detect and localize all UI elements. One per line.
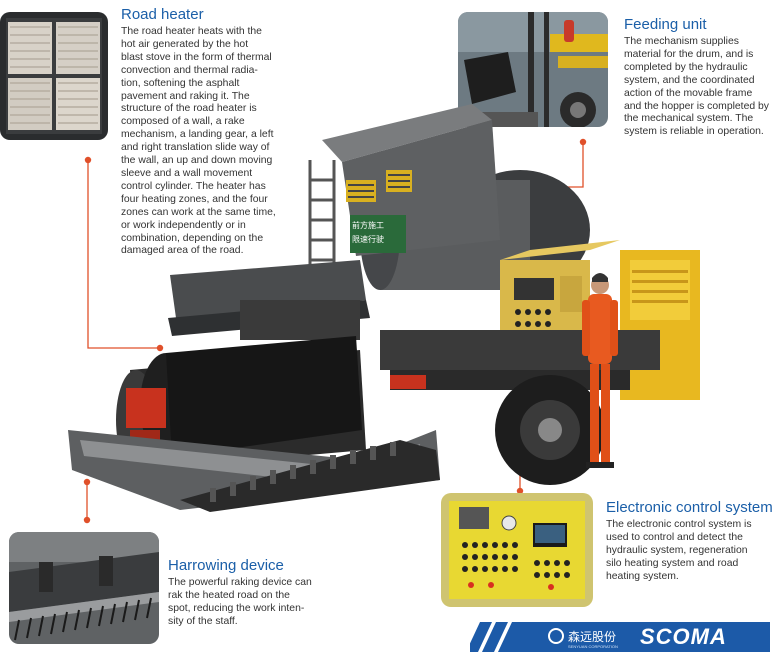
text-line: zones can work at the same time, bbox=[121, 206, 276, 218]
brand-name-english: SCOMA bbox=[640, 624, 727, 649]
brand-footer-bar bbox=[470, 622, 770, 652]
text-line: sity of the staff. bbox=[168, 615, 238, 627]
text-line: The mechanism supplies bbox=[624, 36, 739, 47]
text-line: or work independently or in bbox=[121, 219, 246, 231]
text-line: pavement and raking it. The bbox=[121, 90, 250, 102]
text-line: and right translation slide way of bbox=[121, 142, 270, 154]
worker-figure bbox=[582, 273, 618, 468]
text-line: control cylinder. The heater has bbox=[121, 180, 266, 192]
text-line: The powerful raking device can bbox=[168, 577, 312, 588]
track-conveyor bbox=[180, 440, 440, 512]
road-heater-description: The road heater heats with the hot air g… bbox=[121, 26, 279, 258]
electronic-control-title: Electronic control system bbox=[606, 499, 773, 516]
text-line: system, and the coordinated bbox=[624, 74, 755, 86]
text-line: combination, depending on the bbox=[121, 232, 264, 244]
text-line: the wall, an up and down moving bbox=[121, 155, 273, 167]
harrowing-device-photo bbox=[9, 532, 159, 644]
brand-logo-icon bbox=[548, 628, 564, 644]
text-line: rak the heated road on the bbox=[168, 589, 290, 601]
text-line: tion, softening the asphalt bbox=[121, 77, 240, 89]
text-line: sleeve and a wall movement bbox=[121, 167, 253, 179]
sign-front-construction: 前方施工 bbox=[352, 221, 384, 230]
text-line: the mechanical system. The bbox=[624, 113, 754, 125]
truck-yellow-body bbox=[620, 250, 700, 400]
text-line: used to control and detect the bbox=[606, 531, 743, 543]
text-line: hydraulic system, regeneration bbox=[606, 544, 748, 556]
electronic-control-description: The electronic control system is used to… bbox=[606, 519, 762, 584]
text-line: The electronic control system is bbox=[606, 519, 752, 530]
sign-speed-limit: 限速行驶 bbox=[352, 235, 384, 244]
text-line: composed of a wall, a rake bbox=[121, 116, 245, 128]
feeding-unit-description: The mechanism supplies material for the … bbox=[624, 36, 774, 139]
text-line: mechanism, a landing gear, a left bbox=[121, 129, 274, 141]
warning-signs bbox=[350, 215, 406, 253]
text-line: system is reliable in operation. bbox=[624, 126, 764, 138]
electronic-control-photo bbox=[441, 493, 593, 607]
harrowing-device-title: Harrowing device bbox=[168, 557, 284, 574]
feeding-hopper bbox=[322, 104, 500, 256]
text-line: and the hopper is completed by bbox=[624, 100, 769, 112]
text-line: four heating zones, and the four bbox=[121, 193, 268, 205]
brand-name-subtitle: SENYUAN CORPORATION bbox=[568, 644, 618, 649]
heater-platform bbox=[168, 260, 370, 340]
text-line: The road heater heats with the bbox=[121, 26, 262, 37]
machine-illustration bbox=[68, 104, 700, 512]
front-wheel bbox=[495, 375, 605, 485]
text-line: hot air generated by the hot bbox=[121, 38, 249, 50]
text-line: heating system. bbox=[606, 570, 679, 582]
text-line: completed by the hydraulic bbox=[624, 61, 748, 73]
text-line: structure of the road heater is bbox=[121, 103, 257, 115]
feeding-unit-title: Feeding unit bbox=[624, 16, 707, 33]
text-line: blast stove in the form of thermal bbox=[121, 51, 272, 63]
text-line: convection and thermal radia- bbox=[121, 64, 258, 76]
text-line: spot, reducing the work inten- bbox=[168, 602, 305, 614]
road-heater-title: Road heater bbox=[121, 6, 204, 23]
text-line: damaged area of the road. bbox=[121, 245, 244, 257]
road-heater-photo bbox=[0, 12, 108, 140]
harrowing-device-description: The powerful raking device can rak the h… bbox=[168, 577, 318, 629]
text-line: action of the movable frame bbox=[624, 87, 753, 99]
text-line: silo heating system and road bbox=[606, 557, 739, 569]
brand-name-chinese: 森远股份 bbox=[568, 630, 617, 644]
feeding-unit-photo bbox=[458, 12, 608, 127]
text-line: material for the drum, and is bbox=[624, 48, 754, 60]
